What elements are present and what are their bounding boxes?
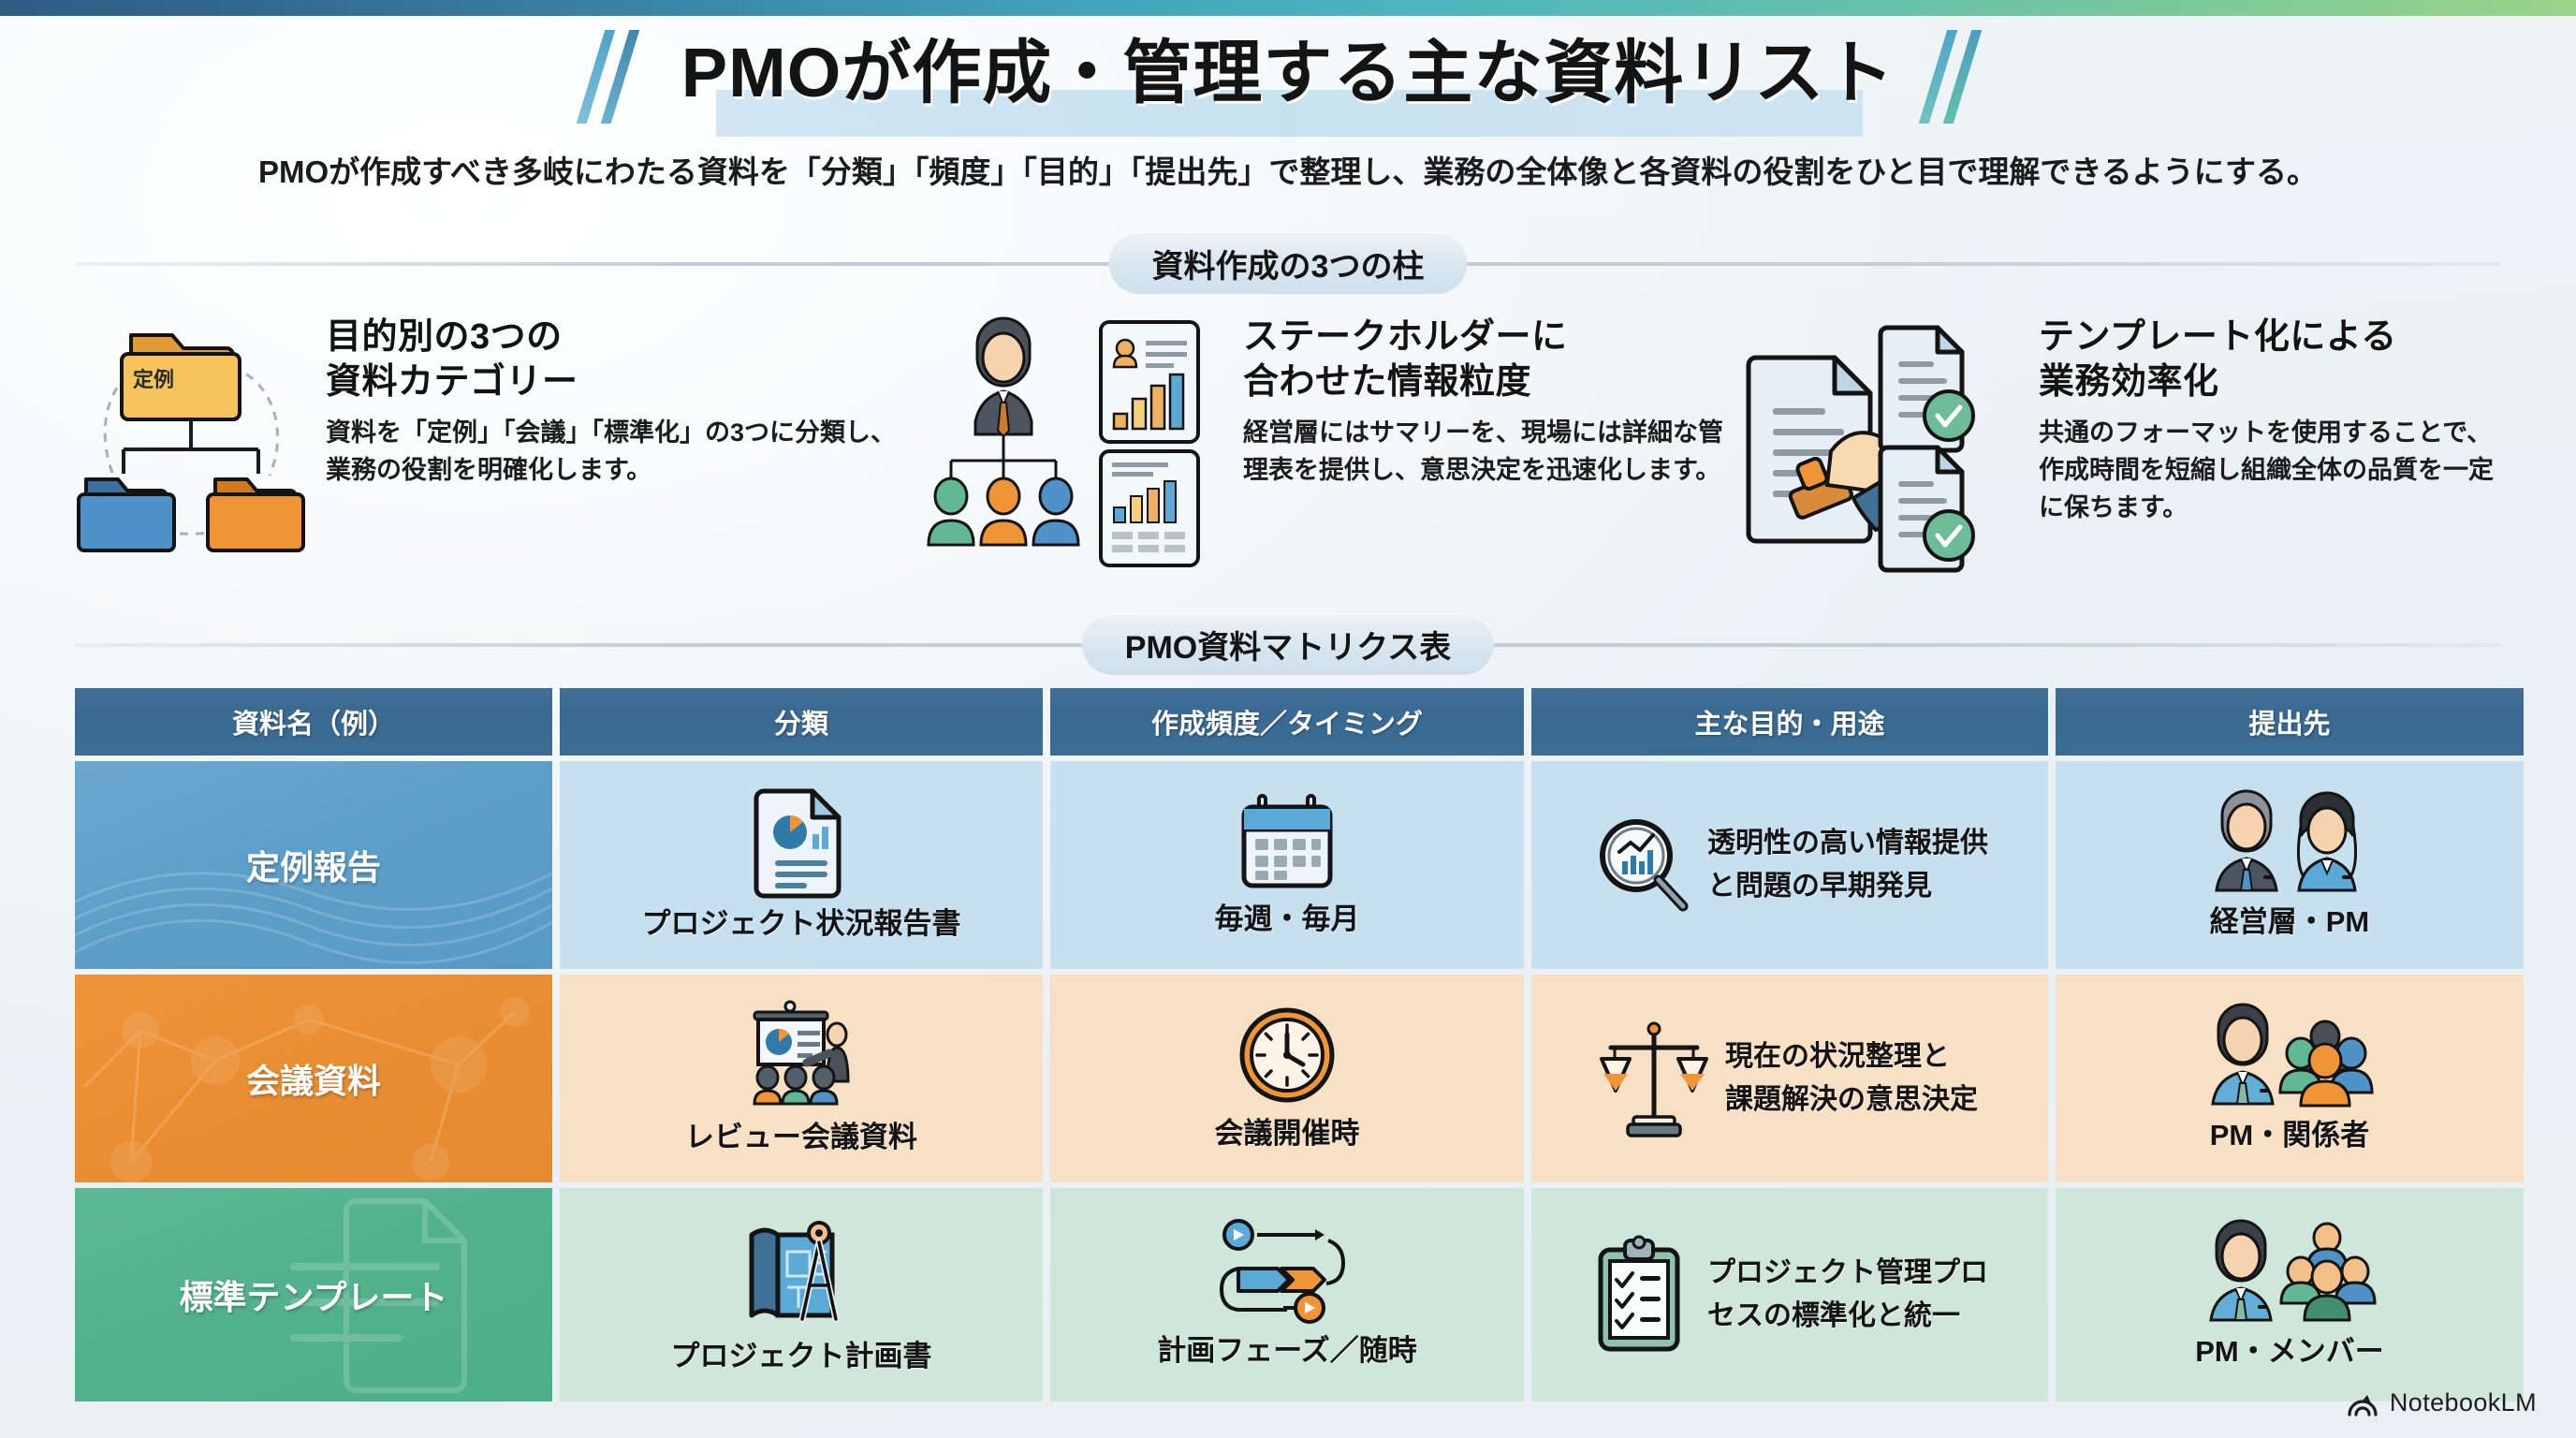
purpose-text: 透明性の高い情報提供 と問題の早期発見 [1707,822,1988,908]
org-chart-report-icon [917,309,1226,590]
column-header-recipients: 提出先 [2056,688,2524,756]
table-row: 標準テンプレート [75,1188,2524,1401]
pillar-templates: テンプレート化による 業務効率化 共通のフォーマットを使用することで、作成時間を… [1741,309,2501,590]
pillar-title-line2: 資料カテゴリー [326,362,578,402]
column-header-purpose: 主な目的・用途 [1531,688,2048,756]
cell-frequency: 計画フェーズ／随時 [1050,1188,1524,1401]
table-row: 定例報告 [75,761,2524,969]
frequency-text: 毎週・毎月 [1214,902,1360,935]
pillar-stakeholders: ステークホルダーに 合わせた情報粒度 経営層にはサマリーを、現場には詳細な管理表… [917,309,1741,590]
matrix-section-heading: PMO資料マトリクス表 [0,613,2576,675]
row-label-standard-template: 標準テンプレート [75,1188,552,1401]
pillar-title-line1: ステークホルダーに [1243,317,1568,357]
doc-name-text: レビュー会議資料 [685,1121,917,1153]
cell-doc-name: レビュー会議資料 [560,975,1043,1182]
page-subtitle: PMOが作成すべき多岐にわたる資料を「分類」「頻度」「目的」「提出先」で整理し、… [257,154,2319,189]
doc-name-text: プロジェクト計画書 [670,1340,932,1372]
notebooklm-logo-icon [2347,1389,2378,1417]
row-label-regular-report: 定例報告 [75,761,552,969]
calendar-icon [1238,792,1336,891]
stamp-approved-docs-icon [1741,309,2022,590]
column-header-category: 分類 [560,688,1043,756]
executive-pair-icon [2202,789,2378,894]
purpose-line2: と問題の早期発見 [1707,871,1932,902]
column-header-frequency: 作成頻度／タイミング [1050,688,1524,756]
purpose-text: 現在の状況整理と 課題解決の意思決定 [1725,1035,1978,1122]
pillar-title-line1: 目的別の3つの [326,317,563,357]
matrix-heading-label: PMO資料マトリクス表 [1081,613,1495,675]
pillar-categories: 定例 目的別の3つの 資料カテゴリー 資料を「定例」「会議」「標準化」の3つに分… [75,309,917,590]
title-block: PMOが作成・管理する主な資料リスト [0,22,2576,137]
page-title: PMOが作成・管理する主な資料リスト [681,34,1895,111]
top-accent-bar [0,0,2576,16]
pillars-section-heading: 資料作成の3つの柱 [0,232,2576,294]
pillars-heading-label: 資料作成の3つの柱 [1108,232,1468,294]
report-chart-doc-icon [754,787,846,899]
blueprint-compass-icon [740,1214,862,1328]
cell-recipients: PM・関係者 [2056,975,2524,1182]
pillar-body: 共通のフォーマットを使用することで、作成時間を短縮し組織全体の品質を一定に保ちま… [2039,418,2494,521]
cell-purpose: プロジェクト管理プロ セスの標準化と統一 [1531,1188,2048,1401]
pmo-matrix-table: 資料名（例） 分類 作成頻度／タイミング 主な目的・用途 提出先 定例報告 [75,688,2524,1401]
row-label-text: 標準テンプレート [179,1278,448,1316]
purpose-line2: 課題解決の意思決定 [1725,1084,1978,1115]
presentation-icon [738,1000,865,1109]
cell-doc-name: プロジェクト状況報告書 [560,761,1043,969]
pillar-title-line2: 合わせた情報粒度 [1243,362,1532,402]
cell-purpose: 現在の状況整理と 課題解決の意思決定 [1531,975,2048,1182]
clock-icon [1237,1005,1338,1106]
magnifier-chart-icon [1591,814,1689,916]
pm-stakeholders-icon [2198,1003,2381,1108]
frequency-text: 会議開催時 [1214,1117,1360,1150]
purpose-line1: 現在の状況整理と [1725,1041,1950,1072]
table-header-row: 資料名（例） 分類 作成頻度／タイミング 主な目的・用途 提出先 [75,688,2524,756]
purpose-line1: 透明性の高い情報提供 [1707,828,1988,858]
three-pillars: 定例 目的別の3つの 資料カテゴリー 資料を「定例」「会議」「標準化」の3つに分… [75,309,2501,590]
table-row: 会議資料 [75,975,2524,1182]
title-highlight-band [716,90,1863,137]
process-flow-icon [1218,1219,1356,1324]
checklist-clipboard-icon [1591,1235,1689,1353]
frequency-text: 計画フェーズ／随時 [1157,1334,1417,1367]
cell-frequency: 毎週・毎月 [1050,761,1524,969]
cell-purpose: 透明性の高い情報提供 と問題の早期発見 [1531,761,2048,969]
pillar-body: 経営層にはサマリーを、現場には詳細な管理表を提供し、意思決定を迅速化します。 [1243,418,1723,484]
recipients-text: PM・メンバー [2195,1335,2384,1368]
purpose-text: プロジェクト管理プロ セスの標準化と統一 [1707,1252,1988,1338]
recipients-text: PM・関係者 [2209,1119,2370,1152]
balance-scale-icon [1600,1020,1708,1137]
column-header-doc-name: 資料名（例） [75,688,552,756]
row-label-text: 定例報告 [245,848,381,887]
recipients-text: 経営層・PM [2209,905,2370,938]
brand-text: NotebookLM [2389,1388,2537,1416]
cell-recipients: 経営層・PM [2056,761,2524,969]
row-label-text: 会議資料 [245,1062,381,1100]
cell-frequency: 会議開催時 [1050,975,1524,1182]
cell-recipients: PM・メンバー [2056,1188,2524,1401]
folder-label: 定例 [133,368,175,391]
purpose-line1: プロジェクト管理プロ [1707,1257,1988,1288]
pm-members-icon [2196,1219,2383,1324]
row-label-meeting-docs: 会議資料 [75,975,552,1182]
folder-tree-icon: 定例 [75,309,309,590]
pillar-title-line2: 業務効率化 [2039,362,2219,402]
footer-brand: NotebookLM [2347,1388,2537,1417]
pillar-body: 資料を「定例」「会議」「標準化」の3つに分類し、業務の役割を明確化します。 [326,418,897,484]
cell-doc-name: プロジェクト計画書 [560,1188,1043,1401]
pillar-title-line1: テンプレート化による [2039,317,2397,357]
doc-name-text: プロジェクト状況報告書 [641,907,961,940]
purpose-line2: セスの標準化と統一 [1707,1300,1960,1331]
